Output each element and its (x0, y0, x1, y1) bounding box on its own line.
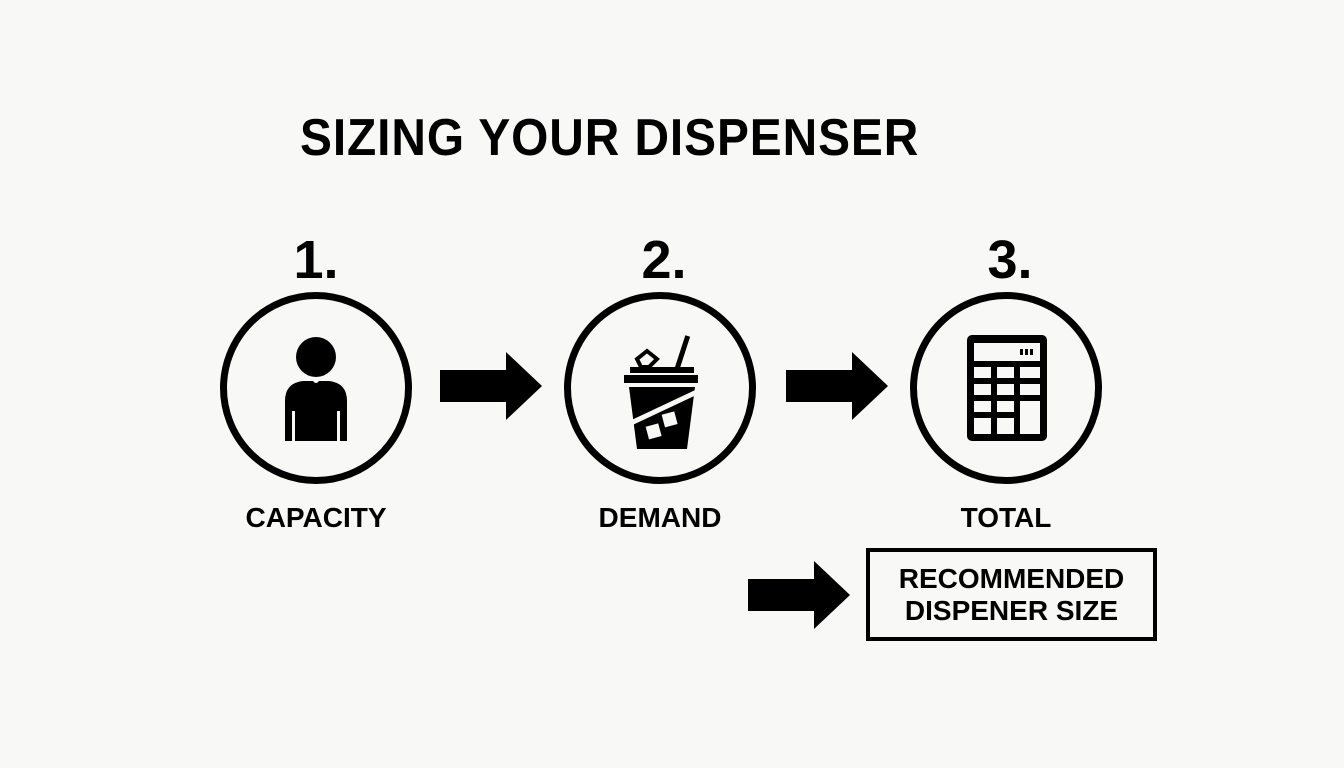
step-3-label: TOTAL (960, 502, 1052, 533)
arrow-right-icon (786, 352, 888, 420)
step-3-number: 3. (987, 230, 1033, 290)
result-line-1: RECOMMENDED (898, 562, 1125, 594)
step-2-label: DEMAND (598, 502, 722, 533)
person-icon (285, 337, 347, 441)
result-line-2: DISPENER SIZE (904, 594, 1119, 626)
step-2-circle (564, 292, 756, 484)
iced-drink-cup-icon (624, 335, 701, 449)
arrow-right-icon (748, 561, 850, 629)
arrow-right-icon (440, 352, 542, 420)
recommended-size-box: RECOMMENDED DISPENER SIZE (866, 548, 1157, 641)
diagram-title: SIZING YOUR DISPENSER (300, 109, 920, 167)
step-1-circle (220, 292, 412, 484)
step-1-number: 1. (293, 230, 339, 290)
step-2-number: 2. (641, 230, 687, 290)
step-3-circle (910, 292, 1102, 484)
step-1-label: CAPACITY (245, 502, 387, 533)
calculator-icon (967, 335, 1047, 441)
